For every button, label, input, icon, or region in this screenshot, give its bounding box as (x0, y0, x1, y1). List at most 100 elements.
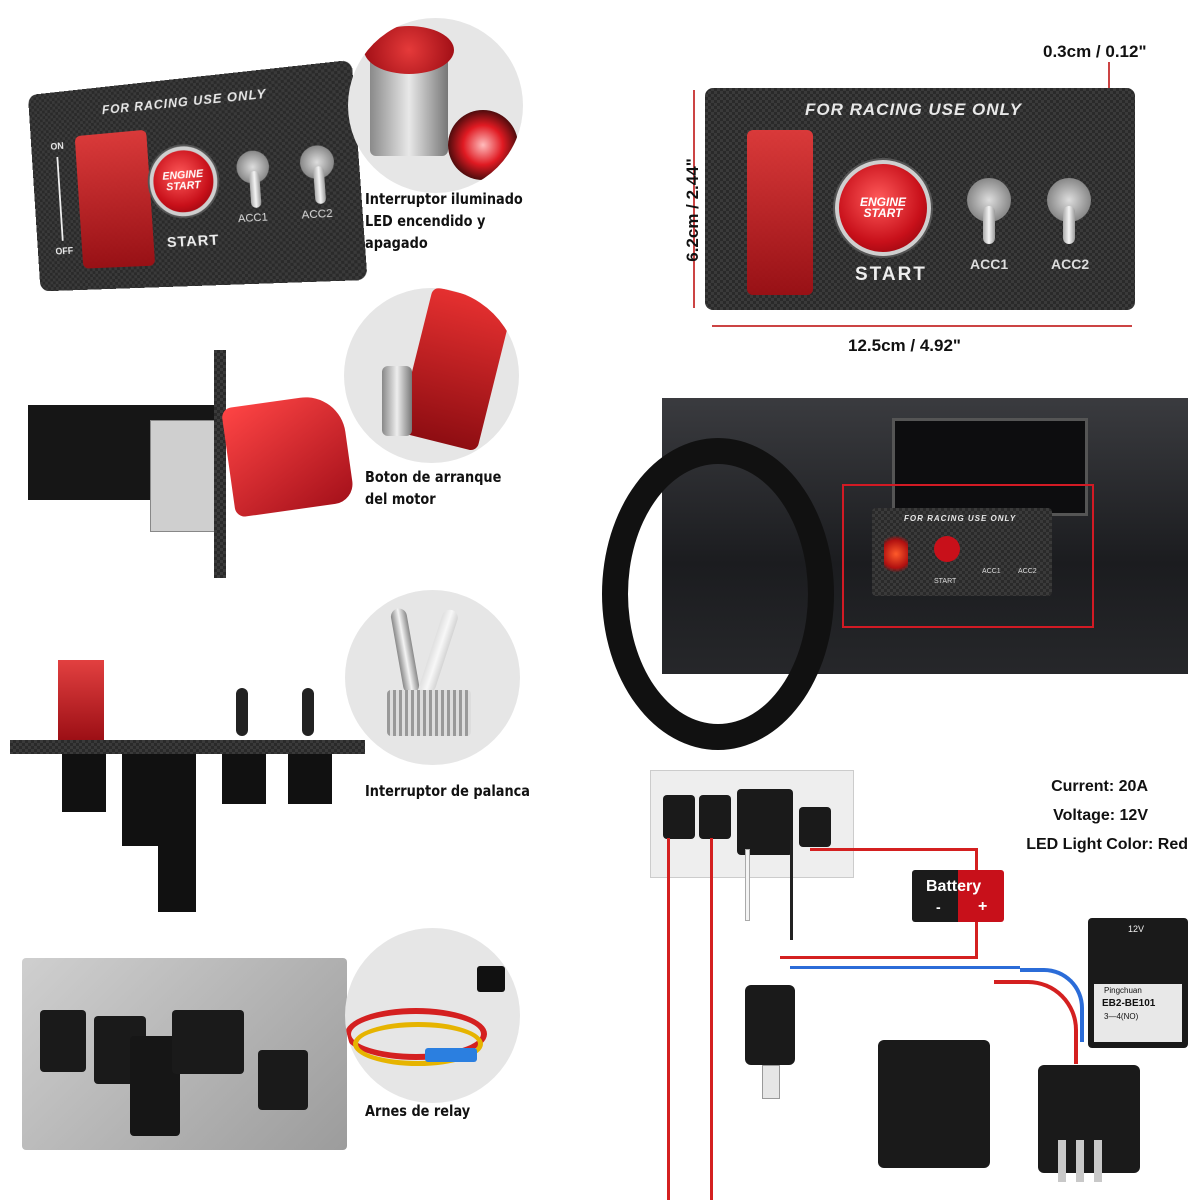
rear-lever-1-icon (236, 688, 248, 736)
wire-red-1-icon (667, 838, 670, 1200)
led-closeup-circle (348, 18, 523, 193)
harness-red-icon (994, 980, 1078, 1064)
mounted-acc2-label: ACC2 (1018, 568, 1037, 575)
front-racing-text: FOR RACING USE ONLY (805, 100, 1023, 119)
front-start-button[interactable]: ENGINE START (835, 160, 931, 256)
battery-plus: + (978, 898, 988, 915)
threaded-base-icon (387, 690, 471, 736)
wire-blue-icon (790, 966, 1020, 969)
terminal-2-icon (699, 795, 731, 839)
start-button-label: Boton de arranque del motor (365, 468, 502, 508)
harness-blue-icon (1020, 968, 1084, 1042)
rear-lever-2-icon (302, 688, 314, 736)
front-acc2-lever (1063, 206, 1075, 244)
wire-red-2-icon (710, 838, 713, 1200)
switch-module-label-plate: Pingchuan EB2-BE101 3—4(NO) (1094, 984, 1182, 1042)
diagram-relay-icon (745, 985, 795, 1065)
battery-box: Battery - + (912, 870, 1004, 922)
back-panel-photo (22, 958, 347, 1150)
width-arrow-icon (712, 325, 1132, 327)
relay-label: Arnes de relay (365, 1102, 471, 1120)
mounted-panel: FOR RACING USE ONLY START ACC1 ACC2 (872, 508, 1052, 596)
front-acc1-lever (983, 206, 995, 244)
mounted-button-icon (934, 536, 960, 562)
button-cap-icon (364, 26, 454, 74)
safety-cover-icon[interactable] (74, 129, 156, 269)
rear-view-plate-icon (10, 740, 365, 754)
spec-led-color: LED Light Color: Red (1026, 836, 1188, 853)
led-label: Interruptor iluminado LED encendido y ap… (365, 190, 523, 252)
car-dashboard-photo: FOR RACING USE ONLY START ACC1 ACC2 (602, 398, 1188, 750)
closeup-switch-icon (382, 366, 412, 436)
back-switch-3-icon (130, 1036, 180, 1136)
off-label: OFF (55, 246, 74, 258)
arrow-icon (56, 156, 64, 241)
steering-wheel-icon (602, 438, 834, 750)
thickness-dimension: 0.3cm / 0.12" (1043, 42, 1147, 61)
mounted-led-icon (884, 534, 908, 574)
toggle-closeup-circle (345, 590, 520, 765)
terminal-3-icon (737, 789, 793, 855)
mounted-start-label: START (934, 578, 957, 585)
back-switch-1-icon (40, 1010, 86, 1072)
panel-front: FOR RACING USE ONLY ENGINE START START A… (705, 88, 1135, 310)
side-view-cover-icon (220, 392, 356, 518)
front-engine-text: ENGINE (859, 195, 906, 209)
switch-module-voltage: 12V (1128, 924, 1145, 934)
led-glow-icon (448, 110, 518, 180)
wire-black-icon (790, 840, 793, 940)
spec-current: Current: 20A (1051, 778, 1148, 795)
relay-harness-circle (345, 928, 520, 1103)
harness-wire-yellow-icon (353, 1022, 483, 1066)
mounted-racing-text: FOR RACING USE ONLY (904, 514, 1017, 523)
engine-start-button[interactable]: ENGINE START (147, 143, 220, 219)
rear-body-3-icon (222, 754, 266, 804)
spec-voltage: Voltage: 12V (1053, 807, 1148, 824)
front-start-label: START (855, 264, 927, 285)
harness-terminals-icon (425, 1048, 477, 1062)
wire-white-icon (746, 850, 749, 920)
harness-connector-icon (477, 966, 505, 992)
lever-b-icon (418, 607, 460, 695)
relay-pins-icon (1058, 1140, 1104, 1182)
switch-module-brand: Pingchuan (1104, 986, 1142, 995)
height-dimension: 6.2cm / 2.44" (683, 158, 702, 262)
front-safety-cover[interactable] (747, 130, 813, 295)
wire-red-3-icon (810, 848, 978, 851)
switch-module: 12V Pingchuan EB2-BE101 3—4(NO) (1088, 918, 1188, 1048)
lever-a-icon (389, 607, 421, 695)
back-switch-4-icon (172, 1010, 244, 1074)
relay-with-socket-icon (878, 1040, 990, 1168)
thickness-arrow-icon (1108, 62, 1110, 104)
height-arrow-icon (693, 90, 695, 308)
toggle-label: Interruptor de palanca (365, 782, 530, 800)
terminal-1-icon (663, 795, 695, 839)
rear-body-4-icon (288, 754, 332, 804)
rear-body-2-icon (122, 754, 196, 846)
start-label: START (166, 231, 220, 252)
front-acc1-label: ACC1 (970, 256, 1009, 272)
closeup-cover-icon (397, 288, 513, 452)
wire-red-5-icon (780, 956, 978, 959)
racing-text: FOR RACING USE ONLY (101, 85, 267, 118)
side-view-switch-icon (150, 420, 217, 532)
acc1-label: ACC1 (237, 211, 269, 226)
switch-module-model: EB2-BE101 (1102, 998, 1156, 1009)
diagram-relay-mount-icon (762, 1065, 780, 1099)
terminal-4-icon (799, 807, 831, 847)
panel-perspective: FOR RACING USE ONLY ON OFF ENGINE START … (27, 59, 368, 292)
battery-label: Battery (926, 878, 982, 895)
highlight-frame-icon (842, 484, 1094, 628)
wiring-board (650, 770, 854, 878)
mounted-acc1-label: ACC1 (982, 568, 1001, 575)
acc2-label: ACC2 (301, 207, 334, 222)
front-start-btn-text: START (863, 206, 903, 220)
start-btn-text: START (165, 179, 202, 194)
on-label: ON (50, 141, 65, 153)
start-button-closeup-circle (344, 288, 519, 463)
width-dimension: 12.5cm / 4.92" (848, 336, 961, 355)
side-view-panel-icon (214, 350, 226, 578)
switch-module-contact: 3—4(NO) (1104, 1012, 1139, 1021)
front-acc2-label: ACC2 (1051, 256, 1090, 272)
rear-cover-icon (58, 660, 104, 740)
